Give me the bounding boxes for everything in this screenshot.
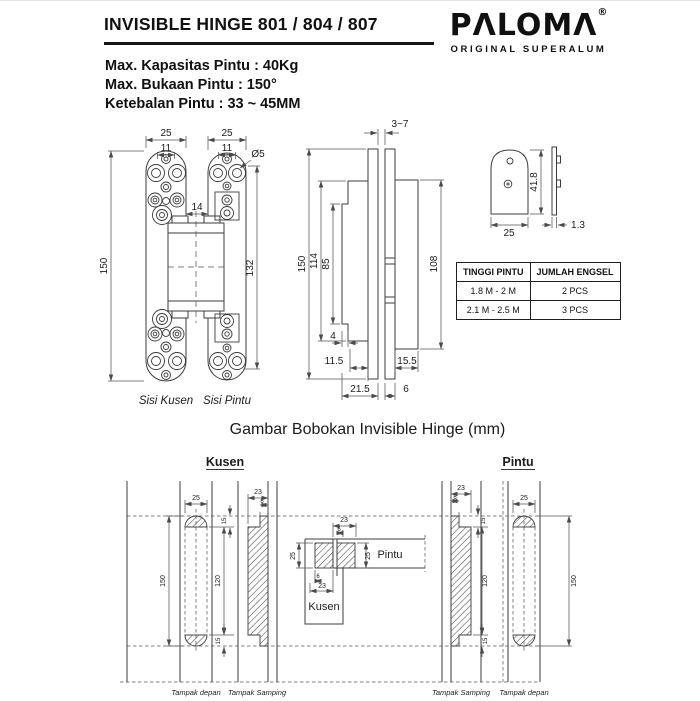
table-cell-height-2: 2.1 M - 2.5 M	[456, 300, 531, 320]
dim-kusen-depth: 11.5	[325, 356, 344, 367]
dim-width-pintu: 25	[221, 128, 233, 139]
dim-pintu-pocket-depth: 23	[457, 485, 465, 492]
dim-plan-bottom-lip: 6	[316, 574, 320, 580]
logo-wordmark: PΛLOMΛ	[449, 8, 598, 43]
hinge-plates	[145, 150, 247, 382]
table-row: 1.8 M - 2 M 2 PCS	[456, 281, 621, 301]
kusen-mount-block	[341, 180, 369, 342]
dim-plan-right-width: 25	[365, 552, 372, 560]
label-sisi-kusen: Sisi Kusen	[139, 395, 193, 407]
dim-height-kusen: 150	[99, 257, 110, 274]
side-profile-shapes	[341, 148, 419, 380]
label-kusen-tampak-samping: Tampak Samping	[228, 688, 287, 697]
dim-kusen-middle-120: 120	[215, 575, 222, 587]
table-cell-qty-2: 3 PCS	[529, 300, 621, 320]
pintu-section-header: Pintu	[502, 455, 533, 469]
registered-mark: ®	[597, 7, 608, 18]
kusen-leaf	[367, 148, 379, 380]
spec-opening: Max. Bukaan Pintu : 150°	[105, 77, 277, 93]
hinge-front-view-drawing: 25 25 11 11 14 Ø5 150 132 Sisi Kusen Sis…	[99, 128, 265, 407]
dim-pintu-slot-width: 25	[520, 495, 528, 502]
dim-kusen-slot-width: 25	[192, 495, 200, 502]
hinge-count-table: TINGGI PINTU JUMLAH ENGSEL 1.8 M - 2 M 2…	[456, 262, 621, 320]
kusen-board-lines	[126, 481, 278, 682]
dim-plan-top-depth: 23	[340, 517, 348, 524]
dim-total-kusen: 21.5	[350, 384, 370, 395]
paloma-logo: PΛLOMΛ®	[441, 8, 616, 43]
cap-front-outline	[490, 149, 529, 215]
projection-lines	[120, 481, 538, 683]
brand-block: PΛLOMΛ® ORIGINAL SUPERALUM	[441, 8, 616, 56]
page-title: INVISIBLE HINGE 801 / 804 / 807	[104, 14, 434, 45]
dim-kusen-top-15: 15	[222, 517, 228, 524]
dim-pintu-pocket-lip: 6	[453, 495, 457, 501]
mortise-caption: Gambar Bobokan Invisible Hinge (mm)	[229, 421, 506, 438]
dim-pintu-slot-height: 150	[571, 575, 578, 587]
dim-kusen-slot-height: 150	[160, 575, 167, 587]
table-cell-height-1: 1.8 M - 2 M	[456, 281, 531, 301]
cap-dimensions: 41.8 25 1.3	[490, 149, 585, 239]
dim-total-height: 150	[297, 255, 308, 272]
label-plan-kusen: Kusen	[308, 601, 339, 613]
dim-door-gap: 3~7	[392, 119, 409, 130]
cover-cap-drawing: 41.8 25 1.3	[490, 146, 585, 239]
label-kusen-tampak-depan: Tampak depan	[171, 688, 220, 697]
kusen-front-view: 25 150 Tampak depan	[160, 495, 221, 697]
mortise-plan-view: Pintu Kusen 23 6 25 25 6 23	[290, 517, 426, 625]
dim-plan-top-lip: 6	[337, 527, 341, 533]
dim-holes-pintu: 11	[222, 143, 233, 154]
cap-side-outline	[551, 146, 557, 216]
table-row: 2.1 M - 2.5 M 3 PCS	[456, 300, 621, 320]
label-plan-pintu: Pintu	[377, 549, 402, 561]
dim-kusen-bottom-15: 15	[216, 637, 222, 644]
dim-height-pintu: 132	[245, 259, 256, 276]
dim-kusen-pocket-lip: 6	[260, 499, 264, 505]
dim-plan-left-width: 25	[290, 552, 297, 560]
spec-thickness: Ketebalan Pintu : 33 ~ 45MM	[105, 96, 301, 112]
dim-pintu-bottom-15: 15	[483, 637, 489, 644]
screw-holes	[147, 154, 246, 380]
dim-inner-height: 85	[321, 258, 332, 270]
label-pintu-tampak-depan: Tampak depan	[499, 688, 548, 697]
pintu-mount-block	[394, 179, 419, 350]
dim-holes-kusen: 11	[161, 143, 172, 154]
kusen-section-header: Kusen	[206, 455, 244, 469]
dim-step: 4	[330, 331, 336, 342]
dim-door-plate-height: 108	[429, 255, 440, 272]
dim-cap-thickness: 1.3	[571, 220, 585, 231]
dim-plate-height: 114	[309, 253, 320, 269]
spec-capacity: Max. Kapasitas Pintu : 40Kg	[105, 58, 299, 74]
cap-holes	[503, 157, 514, 189]
dim-plan-bottom-depth: 23	[318, 583, 326, 590]
dim-kusen-pocket-depth: 23	[254, 489, 262, 496]
spec-lines: Max. Kapasitas Pintu : 40Kg Max. Bukaan …	[105, 57, 300, 114]
dim-cap-width: 25	[503, 228, 515, 239]
pintu-front-view: 25 150 Tampak depan	[499, 495, 578, 697]
dim-total-pintu: 6	[403, 384, 409, 395]
dim-gap: 14	[191, 202, 203, 213]
dim-cap-height: 41.8	[529, 172, 540, 192]
side-view-dimensions: 3~7 150 114 85 108 4 11.5 15.5 21	[297, 119, 444, 400]
label-sisi-pintu: Sisi Pintu	[203, 395, 252, 407]
hinge-side-view-drawing: 3~7 150 114 85 108 4 11.5 15.5 21	[297, 119, 444, 400]
table-header-jumlah-engsel: JUMLAH ENGSEL	[529, 262, 621, 282]
dim-pintu-top-15: 15	[481, 517, 487, 524]
kusen-side-view: 23 6 15 120 15 Tampak Samping	[209, 489, 287, 697]
mortise-drawings: Kusen Pintu 25 150 Tampak depan	[120, 455, 578, 697]
table-header-tinggi-pintu: TINGGI PINTU	[456, 262, 531, 282]
table-cell-qty-1: 2 PCS	[529, 281, 621, 301]
front-view-dimensions: 25 25 11 11 14 Ø5 150 132	[99, 128, 265, 382]
dim-hole-diameter: Ø5	[251, 149, 265, 160]
dim-pintu-depth: 15.5	[397, 356, 417, 367]
brand-tagline: ORIGINAL SUPERALUM	[450, 44, 607, 55]
label-pintu-tampak-samping: Tampak Samping	[432, 688, 491, 697]
pintu-side-view: 23 6 15 120 15 Tampak Samping	[432, 485, 491, 697]
dim-pintu-middle-120: 120	[482, 575, 489, 587]
dim-width-kusen: 25	[160, 128, 172, 139]
